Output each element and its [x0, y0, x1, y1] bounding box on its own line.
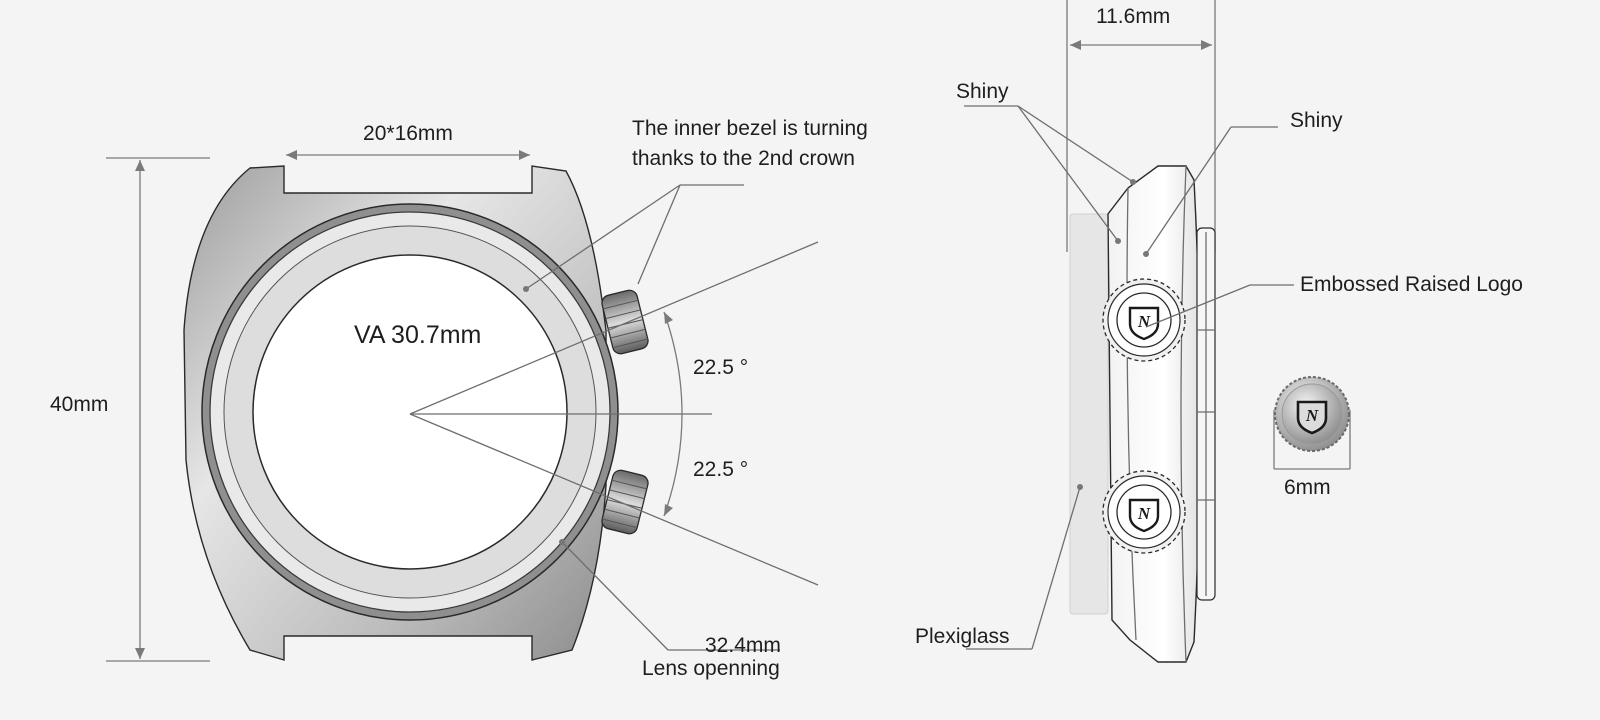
shiny-right-label: Shiny [1290, 109, 1343, 132]
view-area-label: VA 30.7mm [354, 321, 481, 349]
shiny-left-label: Shiny [956, 80, 1009, 103]
upper-side-crown: N [1102, 278, 1186, 362]
shiny-right-leader [1143, 126, 1278, 257]
inner-bezel-leader [523, 184, 744, 292]
lug-width-label: 20*16mm [363, 122, 453, 145]
side-view: 11.6mm N N [915, 0, 1523, 663]
height-label: 40mm [50, 393, 108, 416]
shiny-left-leader [964, 105, 1136, 244]
glass-label: Plexiglass [915, 625, 1010, 648]
upper-crown [601, 289, 649, 355]
lower-crown [601, 469, 649, 535]
lens-caption: Lens openning [642, 657, 780, 680]
angle-upper-label: 22.5 ° [693, 356, 748, 379]
angle-lower-label: 22.5 ° [693, 458, 748, 481]
lug-width-dimension [286, 150, 530, 160]
dial [252, 254, 568, 570]
crown-logo-letter: N [1137, 312, 1151, 331]
thickness-dimension [1066, 0, 1216, 252]
logo-label: Embossed Raised Logo [1300, 273, 1523, 296]
bezel-note-line2: thanks to the 2nd crown [632, 147, 855, 170]
crown-logo-letter: N [1137, 504, 1151, 523]
logo-leader [1145, 284, 1294, 328]
case-side-profile [1107, 165, 1201, 663]
crown-closeup: N [1273, 376, 1351, 470]
bezel-note-line1: The inner bezel is turning [632, 117, 868, 140]
caseback-edge [1196, 227, 1216, 601]
lower-side-crown: N [1102, 470, 1186, 554]
thickness-label: 11.6mm [1096, 5, 1170, 28]
lens-size-label: 32.4mm [705, 634, 781, 657]
plexiglass-crystal [1069, 213, 1109, 615]
crown-logo-letter: N [1305, 406, 1319, 425]
plexiglass-leader [966, 484, 1083, 650]
lens-opening-leader [559, 539, 780, 651]
crown-diameter-label: 6mm [1284, 476, 1331, 499]
height-dimension [106, 157, 210, 662]
crown-angle-lines [409, 241, 819, 586]
front-view: 20*16mm 40mm VA 30.7mm 22.5 ° 22.5 ° [50, 117, 868, 680]
